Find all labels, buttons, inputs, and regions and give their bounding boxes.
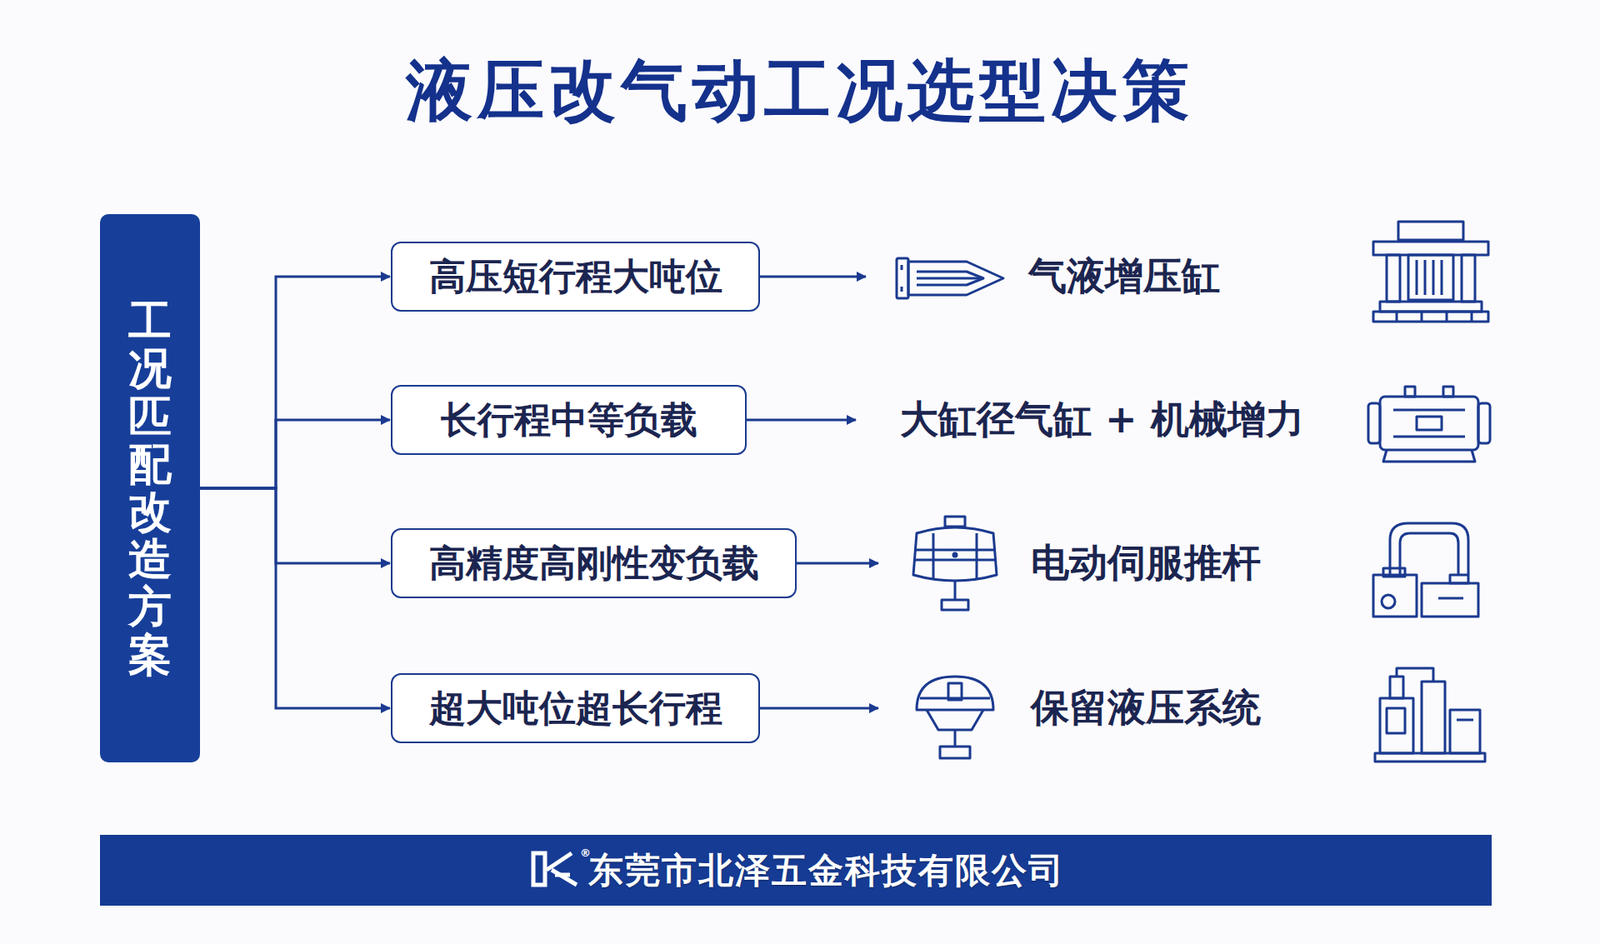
condition-box: 长行程中等负载 [390, 385, 747, 455]
large-cylinder-icon [1368, 386, 1490, 462]
title-text: 液压改气动工况选型决策 [405, 51, 1195, 130]
servo-actuator-icon [913, 516, 997, 610]
connector-arrow [200, 420, 390, 489]
condition-box: 高精度高刚性变负载 [390, 528, 797, 599]
node-text: 工况匹配改造方案 [128, 297, 172, 680]
solution-item: 电动伺服推杆 [879, 528, 1270, 599]
node-text: 气液增压缸 [1028, 250, 1220, 303]
connector-arrow [760, 275, 866, 279]
node-text: 超大吨位超长行程 [429, 684, 723, 734]
electric-pushrod-icon [1373, 523, 1479, 617]
node-text: 高精度高刚性变负载 [429, 539, 760, 589]
connector-arrow [746, 419, 856, 422]
node-text: 大缸径气缸 + 机械增力 [900, 394, 1305, 446]
connector-arrow [200, 276, 390, 489]
connector-arrow [760, 707, 879, 710]
node-text: 保留液压系统 [1030, 682, 1261, 735]
node-text: 电动伺服推杆 [1030, 537, 1261, 590]
node-text: 长行程中等负载 [440, 395, 698, 445]
connector-arrow [796, 562, 879, 565]
hydraulic-dome-icon [916, 676, 994, 759]
connector-arrow [200, 488, 390, 564]
diagram-title: 液压改气动工况选型决策 [0, 46, 1600, 137]
solution-item: 保留液压系统 [879, 673, 1270, 744]
registered-mark: ® [580, 846, 591, 860]
solution-item: 气液增压缸 [866, 241, 1229, 312]
press-machine-icon [1373, 221, 1489, 322]
connector-arrow [200, 488, 390, 709]
company-footer: 东莞市北泽五金科技有限公司 [100, 835, 1492, 906]
node-text: 高压短行程大吨位 [429, 252, 723, 302]
hydraulic-station-icon [1375, 668, 1485, 762]
category-band: 工况匹配改造方案 [100, 214, 200, 763]
node-text: 东莞市北泽五金科技有限公司 [588, 847, 1065, 895]
solution-item: 大缸径气缸 + 机械增力 [856, 385, 1313, 455]
condition-box: 高压短行程大吨位 [390, 241, 760, 312]
booster-cylinder-icon [896, 258, 1004, 299]
condition-box: 超大吨位超长行程 [390, 673, 760, 744]
